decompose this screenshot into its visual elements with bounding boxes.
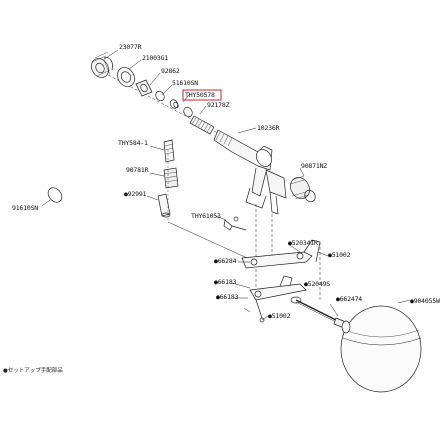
part-label-10236r: 10236R <box>257 124 280 132</box>
part-label-thy584: THY584-1 <box>118 139 148 147</box>
part-thy50578-shape <box>169 99 179 109</box>
part-label-52049s: ●52049S <box>304 280 330 288</box>
part-51610sn-shape <box>155 90 165 102</box>
part-label-51610sn: 51610SN <box>172 79 198 87</box>
setup-parts-note: ●セットアップ手配部品 <box>3 368 63 374</box>
part-label-52034ir: ●52034IR <box>288 239 318 247</box>
part-label-thy61053: THY61053 <box>191 212 221 220</box>
part-thy584-shape <box>163 139 175 163</box>
part-90781r-shape <box>163 167 179 189</box>
part-21003g1-shape <box>117 67 135 87</box>
part-10236r-shape <box>213 129 287 215</box>
part-92862-shape <box>135 79 153 97</box>
part-904055w-float-ball-shape <box>340 305 422 393</box>
part-label-91610sn: 91610SN <box>12 204 38 212</box>
part-23077r-shape <box>91 51 113 78</box>
part-label-51002-b: ●51002 <box>268 312 291 320</box>
part-label-thy50578: THY50578 <box>185 91 215 99</box>
part-label-92862: 92862 <box>161 67 180 75</box>
part-label-66183-b: ●66183 <box>216 293 239 301</box>
part-662474-rod-shape <box>295 299 347 329</box>
part-label-92178z: 92178Z <box>207 101 230 109</box>
part-thy61053-shape <box>223 216 247 231</box>
part-92178z-shape <box>183 106 193 118</box>
part-label-904055w: ●904055W <box>410 297 440 305</box>
part-label-21003g1: 21003G1 <box>142 54 168 62</box>
part-label-51002-a: ●51002 <box>328 251 351 259</box>
part-label-662474: ●662474 <box>336 295 362 303</box>
part-label-66183-a: ●66183 <box>214 278 237 286</box>
highlight-box <box>182 89 222 101</box>
part-label-90871nz: 90871NZ <box>301 162 327 170</box>
part-92991-shape <box>157 193 171 218</box>
part-spring-shape <box>189 115 215 135</box>
part-label-66284: ●66284 <box>214 257 237 265</box>
part-90871nz-shape <box>289 175 316 203</box>
part-label-90781r: 90781R <box>126 166 149 174</box>
part-91610sn-shape <box>47 187 63 203</box>
part-label-92991: ●92991 <box>124 190 147 198</box>
part-label-23077r: 23077R <box>119 43 142 51</box>
